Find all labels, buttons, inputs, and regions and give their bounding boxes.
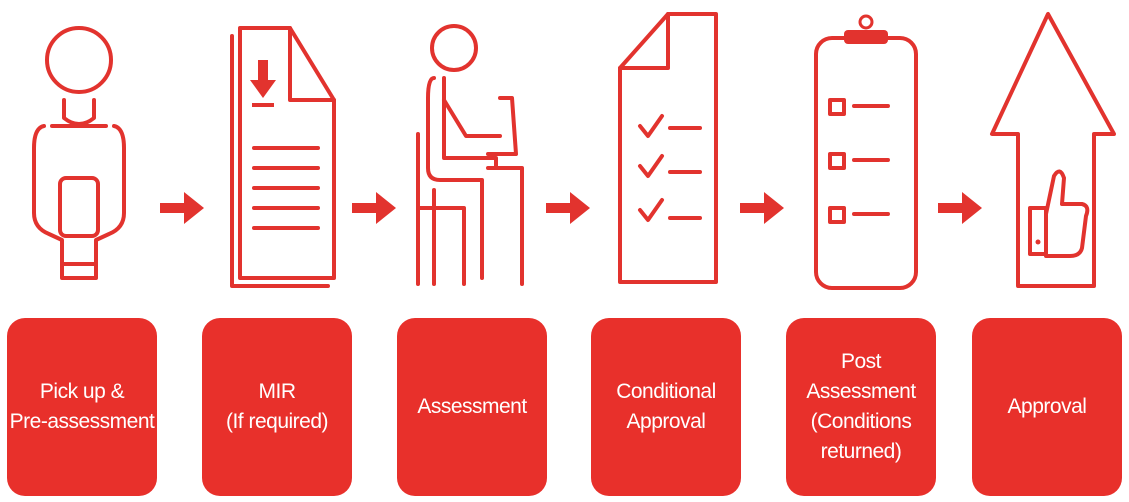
step-label-line: Approval (626, 410, 706, 433)
step-label-line: returned) (820, 440, 902, 463)
step-label-line: Approval (1007, 395, 1087, 418)
person-at-desk-icon (404, 8, 534, 298)
step-label-post-assessment: Post Assessment (Conditions returned) (786, 318, 936, 496)
step-label-line: Pre-assessment (9, 410, 155, 433)
step-label-line: MIR (258, 380, 297, 403)
step-label-line: Assessment (417, 395, 527, 418)
arrow-right-icon (546, 186, 590, 230)
checklist-document-icon (604, 8, 734, 298)
person-tablet-icon (14, 8, 144, 298)
step-label-mir: MIR (If required) (202, 318, 352, 496)
arrow-right-icon (938, 186, 982, 230)
arrow-right-icon (740, 186, 784, 230)
arrow-right-icon (160, 186, 204, 230)
step-label-line: Conditional (616, 380, 716, 403)
step-label-line: (Conditions (810, 410, 912, 433)
step-label-conditional-approval: Conditional Approval (591, 318, 741, 496)
step-label-pick-up: Pick up & Pre-assessment (7, 318, 157, 496)
document-download-icon (216, 8, 346, 298)
arrow-right-icon (352, 186, 396, 230)
step-label-approval: Approval (972, 318, 1122, 496)
step-label-line: (If required) (225, 410, 329, 433)
step-label-line: Pick up & (39, 380, 125, 403)
house-thumbs-up-icon (986, 8, 1116, 298)
step-label-line: Post Assessment (806, 350, 916, 403)
step-label-assessment: Assessment (397, 318, 547, 496)
clipboard-checklist-icon (800, 8, 930, 298)
